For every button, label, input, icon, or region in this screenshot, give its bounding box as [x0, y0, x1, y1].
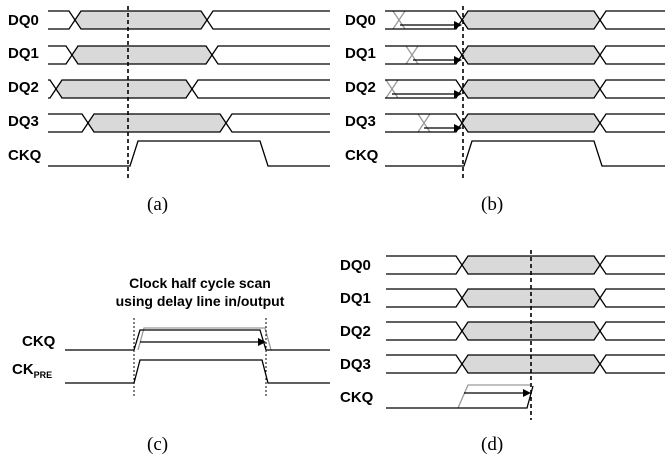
- panel-b-label-dq0: DQ0: [345, 12, 376, 29]
- panel-d-label-dq3: DQ3: [340, 356, 371, 373]
- panel-c-annotation-line2: using delay line in/output: [116, 293, 285, 309]
- panel-a-label-dq3: DQ3: [8, 113, 39, 130]
- panel-d-label-dq1: DQ1: [340, 290, 371, 307]
- panel-a-waveform-ckq: [48, 140, 330, 167]
- panel-d-label-ckq: CKQ: [340, 389, 374, 406]
- panel-d-label-dq2: DQ2: [340, 323, 371, 340]
- panel-b-label-dq3: DQ3: [345, 113, 376, 130]
- panel-b-waveform-dq3: [385, 113, 665, 133]
- panel-a-waveform-dq2: [48, 79, 330, 99]
- panel-d-waveform-dq0: [386, 255, 665, 275]
- panel-d-label-dq0: DQ0: [340, 257, 371, 274]
- panel-b-caption: (b): [481, 194, 503, 215]
- panel-d-caption: (d): [481, 434, 503, 455]
- panel-c-label-ckpre: CKPRE: [12, 361, 52, 380]
- panel-a-label-ckq: CKQ: [8, 147, 42, 164]
- panel-a-label-dq0: DQ0: [8, 12, 39, 29]
- panel-c-label-ckq: CKQ: [22, 333, 56, 350]
- panel-d-waveform-dq1: [386, 288, 665, 308]
- panel-b: DQ0 DQ1 DQ2 DQ3 CKQ: [345, 6, 665, 215]
- panel-c-waveform-ckq: [65, 327, 330, 351]
- panel-c-caption: (c): [147, 434, 168, 455]
- panel-d-waveform-dq2: [386, 321, 665, 341]
- panel-a: DQ0 DQ1 DQ2 DQ3 CKQ: [8, 6, 330, 215]
- panel-b-waveform-dq2: [385, 79, 665, 99]
- panel-b-waveform-ckq: [385, 140, 665, 167]
- panel-a-label-dq1: DQ1: [8, 45, 39, 62]
- panel-a-label-dq2: DQ2: [8, 79, 39, 96]
- panel-b-label-dq2: DQ2: [345, 79, 376, 96]
- panel-c-annotation-line1: Clock half cycle scan: [129, 275, 271, 291]
- panel-c: Clock half cycle scan using delay line i…: [12, 275, 330, 455]
- panel-a-caption: (a): [147, 194, 168, 215]
- panel-a-waveform-dq1: [48, 45, 330, 65]
- panel-b-waveform-dq0: [385, 10, 665, 30]
- panel-a-waveform-dq3: [48, 113, 330, 133]
- panel-c-waveform-ckpre: [65, 359, 330, 384]
- panel-b-waveform-dq1: [385, 45, 665, 65]
- panel-d-waveform-dq3: [386, 354, 665, 374]
- panel-b-label-dq1: DQ1: [345, 45, 376, 62]
- panel-b-label-ckq: CKQ: [345, 147, 379, 164]
- panel-a-waveform-dq0: [48, 10, 330, 30]
- panel-d: DQ0 DQ1 DQ2 DQ3 CKQ: [340, 250, 665, 455]
- panel-d-waveform-ckq: [386, 384, 534, 409]
